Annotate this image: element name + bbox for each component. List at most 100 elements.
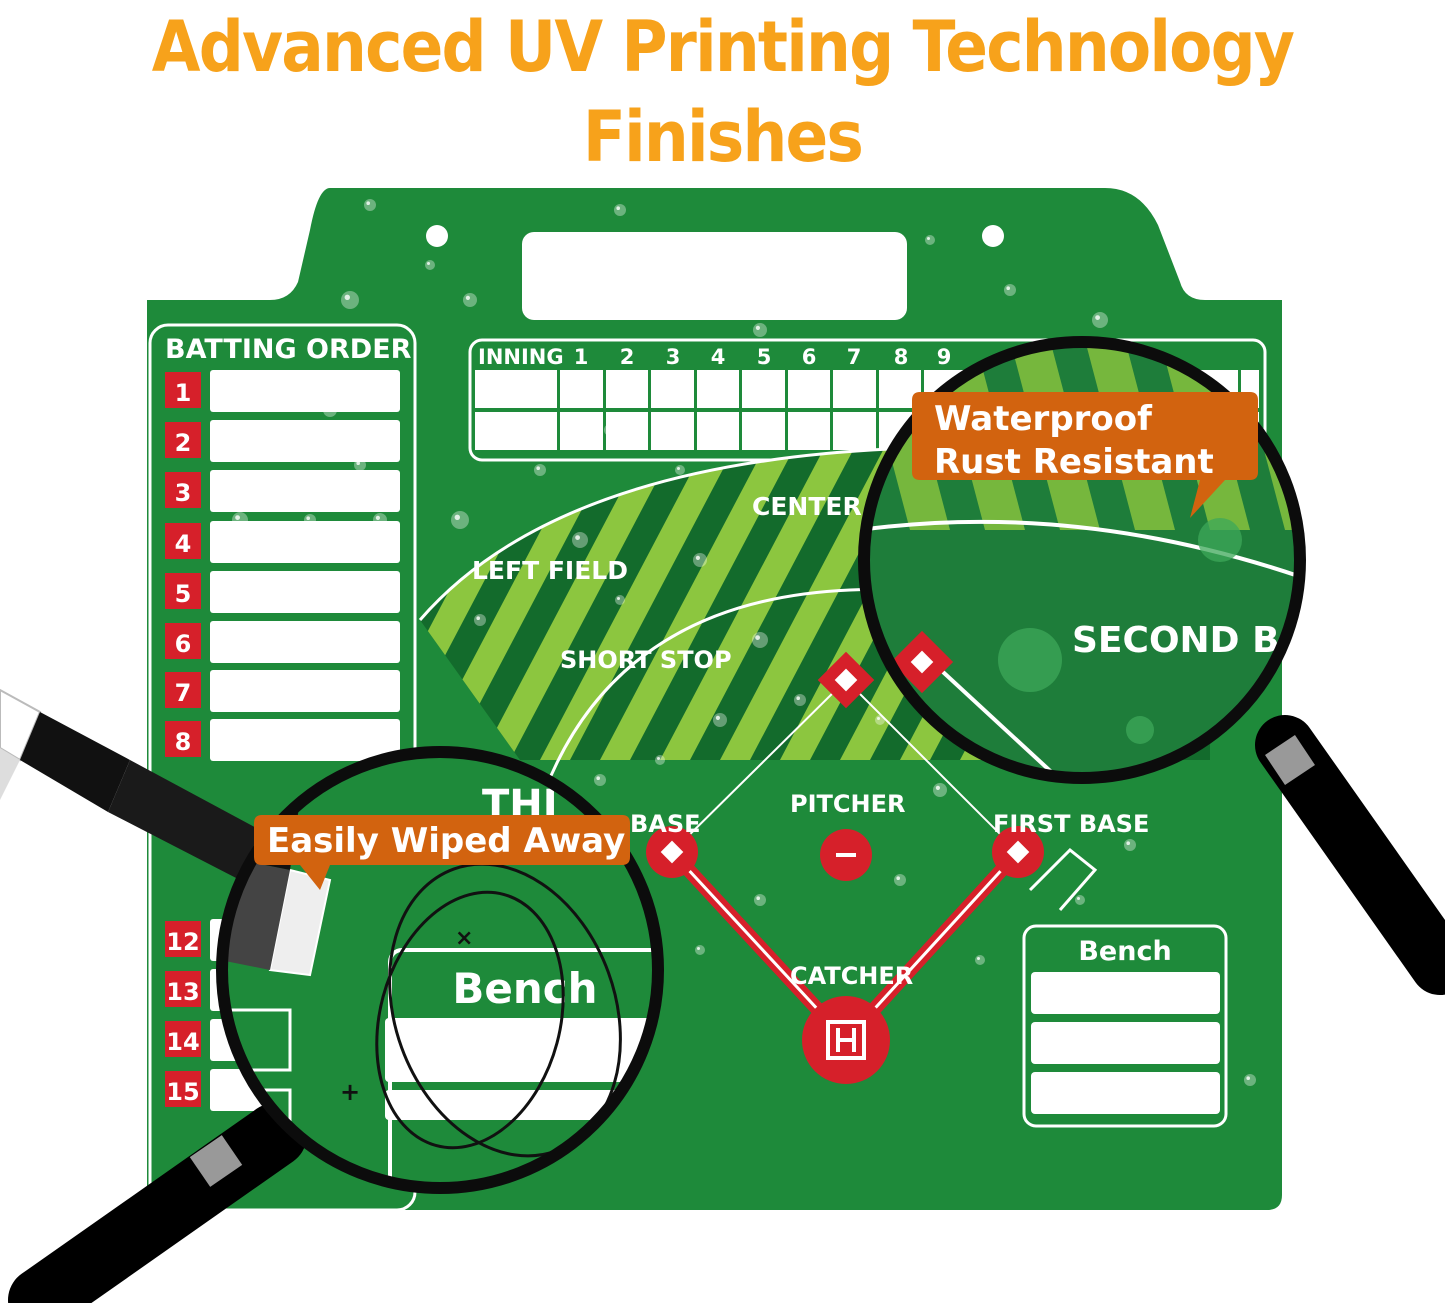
water-droplet (354, 459, 366, 471)
water-droplet (1092, 312, 1108, 328)
water-droplet (615, 595, 625, 605)
water-droplet (894, 874, 906, 886)
batting-number-badge (165, 921, 201, 957)
water-droplet (463, 293, 477, 307)
water-droplet (572, 532, 588, 548)
batting-order-title: BATTING ORDER (165, 334, 412, 365)
water-droplet (594, 774, 606, 786)
water-droplet (713, 713, 727, 727)
inning-number: 5 (757, 345, 772, 369)
wiped-away-callout: Easily Wiped Away (254, 815, 630, 890)
water-droplets (232, 199, 1256, 1086)
score-cell (788, 370, 830, 408)
batting-number-badge (165, 573, 201, 609)
batting-number-badge (165, 422, 201, 458)
score-cell (560, 370, 603, 408)
score-cell (833, 412, 876, 450)
batting-row: 8 (165, 719, 400, 761)
batting-number-badge (165, 372, 201, 408)
score-cell (697, 412, 739, 450)
inning-number: 6 (802, 345, 817, 369)
batting-number: 2 (175, 429, 192, 457)
batting-number: 1 (175, 379, 192, 407)
water-droplet (693, 553, 707, 567)
water-droplet (533, 373, 547, 387)
batting-row: 1 (165, 370, 400, 412)
magnified-bench-title: Bench (452, 964, 597, 1013)
batting-number: 6 (175, 630, 192, 658)
batting-slot (210, 470, 400, 512)
water-droplet (451, 511, 469, 529)
short-stop-label: SHORT STOP (560, 646, 732, 674)
batting-number: 12 (166, 928, 199, 956)
batting-slot (210, 420, 400, 462)
batting-row: 7 (165, 670, 400, 712)
inning-number: 9 (937, 345, 952, 369)
water-droplet (1004, 284, 1016, 296)
water-droplet (341, 291, 359, 309)
wiped-away-text: Easily Wiped Away (267, 821, 625, 861)
batting-number-badge (165, 721, 201, 757)
batting-row: 4 (165, 521, 400, 563)
batting-slot (210, 670, 400, 712)
hang-hole-right (982, 225, 1004, 247)
water-droplet (753, 323, 767, 337)
batting-number: 4 (175, 530, 192, 558)
water-droplet (474, 614, 486, 626)
svg-text:×: × (455, 926, 473, 951)
batting-number: 5 (175, 580, 192, 608)
batting-row: 6 (165, 621, 400, 663)
batting-number-badge (165, 971, 201, 1007)
water-droplet (675, 465, 685, 475)
magnified-field-label: SECOND BA (1072, 620, 1308, 661)
headline: Advanced UV Printing Technology Finishes (151, 6, 1295, 178)
catcher-label: CATCHER (790, 962, 913, 990)
water-droplet (425, 260, 435, 270)
score-cell (651, 412, 694, 450)
inning-label: INNING (478, 345, 564, 369)
score-cell (788, 412, 830, 450)
inning-number: 8 (894, 345, 909, 369)
water-droplet (1244, 1074, 1256, 1086)
water-droplet (283, 643, 297, 657)
center-field-label: CENTER (752, 492, 862, 521)
batting-number-badge (165, 523, 201, 559)
water-droplet (323, 403, 337, 417)
batting-number: 14 (166, 1028, 199, 1056)
score-cell (742, 370, 785, 408)
score-cell (475, 370, 557, 408)
water-droplet (364, 199, 376, 211)
water-droplet (794, 694, 806, 706)
water-droplet (695, 945, 705, 955)
bench-panel: Bench (1022, 924, 1228, 1128)
rust-resistant-text: Rust Resistant (934, 442, 1214, 482)
inning-number: 4 (711, 345, 726, 369)
batting-slot (210, 621, 400, 663)
infield-diamond (646, 651, 1098, 1084)
batting-number: 7 (175, 679, 192, 707)
water-droplet (1175, 995, 1185, 1005)
score-cell (742, 412, 785, 450)
batting-number-badge (165, 472, 201, 508)
inning-number: 7 (847, 345, 862, 369)
score-cell (606, 370, 648, 408)
batting-slot (210, 370, 400, 412)
svg-text:+: + (340, 1078, 360, 1106)
score-cell (833, 370, 876, 408)
water-droplet (655, 755, 665, 765)
batting-number: 15 (166, 1078, 199, 1106)
first-base-label: FIRST BASE (993, 810, 1149, 838)
water-droplet (754, 894, 766, 906)
water-droplet (232, 512, 248, 528)
water-droplet (604, 424, 616, 436)
waterproof-callout: Waterproof Rust Resistant (912, 392, 1258, 518)
water-droplet (1075, 895, 1085, 905)
batting-slot (210, 571, 400, 613)
waterproof-text: Waterproof (934, 399, 1153, 439)
water-droplet (295, 425, 305, 435)
score-cell (560, 412, 603, 450)
water-droplet (933, 783, 947, 797)
pitcher-label: PITCHER (790, 790, 905, 818)
water-droplet (925, 235, 935, 245)
